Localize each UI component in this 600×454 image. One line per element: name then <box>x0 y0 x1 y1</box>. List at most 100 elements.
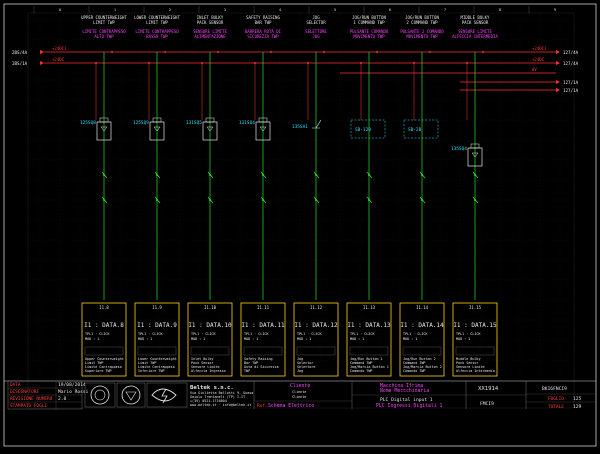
plc-note-2: Limit TWP <box>138 361 156 365</box>
plc-data-label: I1 : DATA.12 <box>294 322 338 329</box>
selector-switch-icon <box>312 119 322 129</box>
column-title-2: BAR TWP <box>255 20 272 25</box>
left-ref-1: 2BS/4A <box>12 50 28 55</box>
company-name: Beltek s.n.c. <box>190 385 234 391</box>
right-arrow-3 <box>556 80 560 84</box>
push-button-icon <box>403 119 439 139</box>
column-title-1: UPPER COUNTERWEIGHT <box>81 15 127 20</box>
column-title-1: LOWER COUNTERWEIGHT <box>134 15 180 20</box>
quality-seal-icon <box>121 385 141 405</box>
sensor-tag: 135SQ4 <box>451 146 467 152</box>
sensor-tag: SB-120 <box>355 127 371 133</box>
column-subtitle-2: MOVIMENTO TWP <box>406 34 438 39</box>
drawing-grid <box>30 15 572 378</box>
plc-note-4: Comando TWP <box>403 369 425 373</box>
ruler-number: 4 <box>279 8 281 12</box>
plc-note-4: Comando TWP <box>350 369 372 373</box>
company-address-1: Via Giulietta Bellotti 9, Guasa <box>190 391 253 395</box>
plc-note-4: Inferiore TWP <box>138 369 165 373</box>
plc-module: MOD : 1 <box>85 337 99 341</box>
ruler-number: 3 <box>224 8 226 12</box>
plc-note-1: Upper Counterweight <box>85 357 124 361</box>
right-arrow-4 <box>556 88 560 92</box>
bus-label-right-3: 0V <box>532 67 537 72</box>
drawing-area-frame <box>27 12 575 409</box>
plc-slot: I1.8 <box>99 305 109 310</box>
plc-slot: I1.12 <box>310 305 323 310</box>
plc-note-1: Middle Bulky <box>456 357 481 361</box>
column-subtitle-1: PULSANTE COMANDO <box>350 29 389 34</box>
ruler-number: 9 <box>554 8 556 12</box>
beltek-logo-icon <box>151 388 177 402</box>
column-subtitle-2: MOVIMENTO TWP <box>353 34 385 39</box>
plc-input-box <box>452 302 498 377</box>
company-address-2: Gaiolo Trentaneli (TP) I-IT <box>190 395 245 399</box>
column-title-1: JOG/RUN BUTTON <box>405 15 439 20</box>
left-ref-2: 2BS/1A <box>12 61 28 66</box>
sensor-tag: 125SQ9 <box>133 120 149 126</box>
plc-slot: I1.11 <box>257 305 270 310</box>
ruler-number: 8 <box>499 8 501 12</box>
plc-note-3: Selettore <box>297 365 315 369</box>
plc-slot: I1.15 <box>469 305 482 310</box>
plc-note-3: Limite Contrappeso <box>85 365 122 369</box>
plc-data-label: I1 : DATA.15 <box>453 322 497 329</box>
plc-note-1: Jog <box>297 357 303 361</box>
plc-type: TPL1 · CLICK <box>297 332 322 336</box>
right-arrow-2 <box>556 61 560 65</box>
plc-note-3: Asta di Sicurezza <box>244 365 279 369</box>
column-subtitle-2: ALTO TWP <box>94 34 114 39</box>
sensor-tag: SB-2B <box>408 127 422 133</box>
plc-slot: I1.14 <box>416 305 429 310</box>
power-rails <box>44 51 556 91</box>
document-code: BK16FNCI9 <box>542 386 567 392</box>
column-title-1: SAFETY RAISING <box>246 15 280 20</box>
plc-note-2: Command TWP <box>350 361 372 365</box>
plc-note-1: Lower Counterweight <box>138 357 177 361</box>
bus-label-1: +24DC1 <box>52 46 67 51</box>
client-title: Cliente <box>290 383 310 389</box>
plc-note-2: Command TWP <box>403 361 425 365</box>
bus-label-right-2: +24DC <box>532 57 545 62</box>
machine-name-it: Macchina Ifrima <box>380 383 423 389</box>
plc-note-2: Limit TWP <box>85 361 103 365</box>
column-title-2: LIMIT TWP <box>146 20 168 25</box>
column-subtitle-2: SICUREZZA TWP <box>247 34 279 39</box>
sheet-value: 125 <box>573 396 582 402</box>
tb-value-designer: Mario Rossi <box>58 389 89 395</box>
ruler-number: 7 <box>444 8 446 12</box>
plc-note-2: Pack Sensor <box>191 361 213 365</box>
plc-data-label: I1 : DATA.8 <box>84 322 124 329</box>
column-subtitle-1: SELETTORE <box>305 29 327 34</box>
right-ref-1: 127/4A <box>563 50 579 55</box>
plc-module: MOD : 1 <box>138 337 152 341</box>
column-subtitle-1: PULSANTE 2 COMANDO <box>400 29 444 34</box>
client-name-2: Cliente <box>292 395 306 399</box>
plc-slot: I1.13 <box>363 305 376 310</box>
plc-note-3: Limite Contrappeso <box>138 365 175 369</box>
plc-type: TPL1 · CLICK <box>403 332 428 336</box>
plc-module: MOD : 1 <box>403 337 417 341</box>
plc-subtitle: PLC Ingressi Digitali 1 <box>376 403 443 409</box>
plc-note-3: Jog/Marcia Button 2 <box>403 365 442 369</box>
ruler-number: 1 <box>114 8 116 12</box>
bus-label-right-1: +24DC1 <box>532 46 547 51</box>
drawing-code: FMCI9 <box>480 401 494 407</box>
plc-data-label: I1 : DATA.10 <box>188 322 232 329</box>
sensor-tag: 125SQ8 <box>80 120 96 126</box>
ruler-number: 6 <box>389 8 391 12</box>
plc-input-box <box>293 302 339 377</box>
plc-data-label: I1 : DATA.13 <box>347 322 391 329</box>
column-title-2: SELECTOR <box>306 20 326 25</box>
sensor-tag: 131SQ5 <box>186 120 202 126</box>
project-code: XX1914 <box>478 386 499 392</box>
sensor-tag: 135SA1 <box>292 124 308 130</box>
